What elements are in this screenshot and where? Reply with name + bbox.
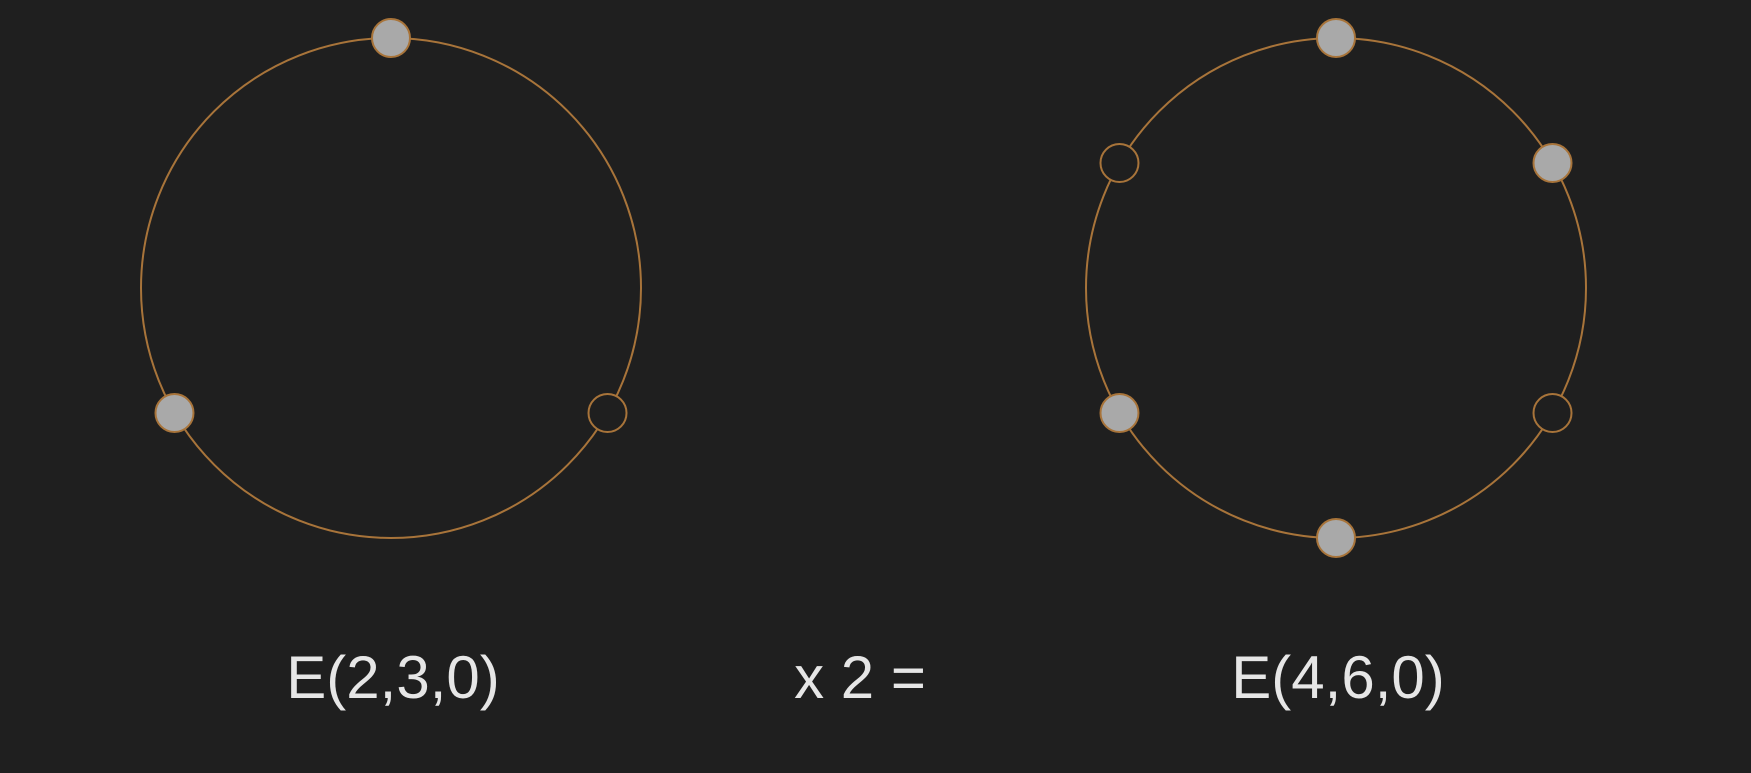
- rhythm-ring: [140, 37, 642, 539]
- onset-node: [1532, 143, 1573, 183]
- onset-node: [1099, 393, 1140, 433]
- rest-node: [587, 393, 628, 433]
- rest-node: [1532, 393, 1573, 433]
- rhythm-label-left: E(2,3,0): [286, 644, 500, 711]
- rest-node: [1099, 143, 1140, 183]
- onset-node: [371, 18, 411, 58]
- onset-node: [1316, 18, 1356, 58]
- rhythm-circle-left: [140, 18, 642, 539]
- rhythm-label-right: E(4,6,0): [1231, 644, 1445, 711]
- rhythm-ring: [1085, 37, 1587, 539]
- onset-node: [154, 393, 195, 433]
- multiply-label: x 2 =: [794, 644, 926, 711]
- rhythm-circle-right: [1085, 18, 1587, 558]
- onset-node: [1316, 518, 1356, 558]
